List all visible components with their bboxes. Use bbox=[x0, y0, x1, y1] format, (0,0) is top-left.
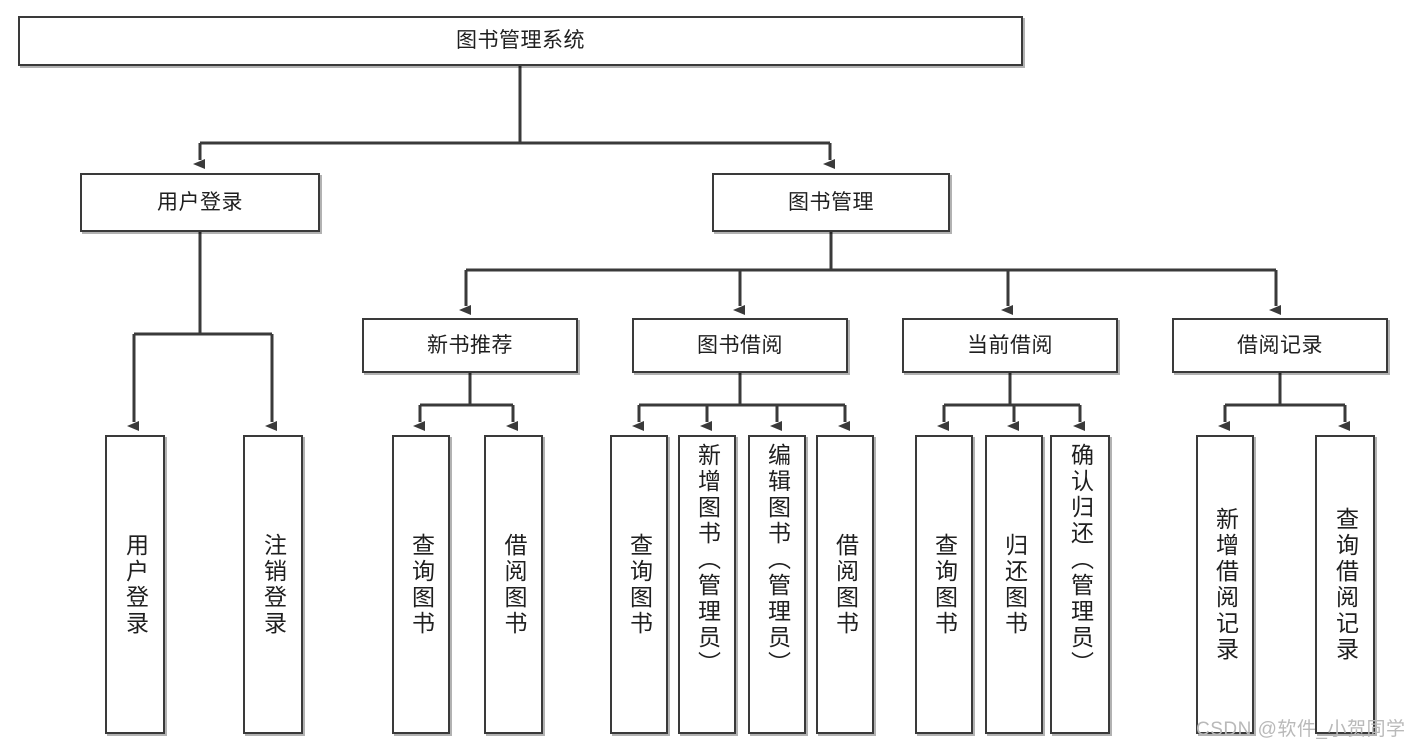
leaf-query-book-1[interactable]: 查询图书 bbox=[392, 435, 450, 734]
leaf-return-book[interactable]: 归还图书 bbox=[985, 435, 1043, 734]
leaf-query-book-1-label: 查询图书 bbox=[408, 532, 435, 637]
edge-group-book-borrow bbox=[632, 373, 850, 431]
leaf-query-book-3-label: 查询图书 bbox=[931, 532, 958, 637]
leaf-query-book-2-label: 查询图书 bbox=[626, 532, 653, 637]
leaf-query-record[interactable]: 查询借阅记录 bbox=[1315, 435, 1375, 734]
leaf-query-record-label: 查询借阅记录 bbox=[1332, 506, 1359, 663]
leaf-edit-book-label: 编辑图书（管理员） bbox=[764, 443, 791, 677]
leaf-confirm-return[interactable]: 确认归还（管理员） bbox=[1050, 435, 1110, 734]
borrow-record-label: 借阅记录 bbox=[1237, 333, 1323, 357]
leaf-user-logout[interactable]: 注销登录 bbox=[243, 435, 303, 734]
leaf-user-logout-label: 注销登录 bbox=[260, 532, 287, 637]
book-manage[interactable]: 图书管理 bbox=[712, 173, 950, 232]
leaf-user-login-label: 用户登录 bbox=[122, 532, 149, 637]
leaf-add-record[interactable]: 新增借阅记录 bbox=[1196, 435, 1254, 734]
current-borrow-label: 当前借阅 bbox=[967, 333, 1053, 357]
leaf-borrow-book-1[interactable]: 借阅图书 bbox=[484, 435, 543, 734]
user-login[interactable]: 用户登录 bbox=[80, 173, 320, 232]
leaf-add-book-label: 新增图书（管理员） bbox=[694, 443, 721, 677]
leaf-query-book-3[interactable]: 查询图书 bbox=[915, 435, 973, 734]
leaf-return-book-label: 归还图书 bbox=[1001, 532, 1028, 637]
new-book-rec[interactable]: 新书推荐 bbox=[362, 318, 578, 373]
leaf-borrow-book-2-label: 借阅图书 bbox=[832, 532, 859, 637]
book-manage-label: 图书管理 bbox=[788, 190, 874, 214]
leaf-user-login[interactable]: 用户登录 bbox=[105, 435, 165, 734]
leaf-borrow-book-2[interactable]: 借阅图书 bbox=[816, 435, 874, 734]
leaf-confirm-return-label: 确认归还（管理员） bbox=[1067, 443, 1094, 677]
edge-group-user-login bbox=[127, 232, 277, 431]
book-borrow[interactable]: 图书借阅 bbox=[632, 318, 848, 373]
user-login-label: 用户登录 bbox=[157, 190, 243, 214]
edge-group-book-manage bbox=[459, 232, 1281, 315]
borrow-record[interactable]: 借阅记录 bbox=[1172, 318, 1388, 373]
leaf-add-book[interactable]: 新增图书（管理员） bbox=[678, 435, 736, 734]
root[interactable]: 图书管理系统 bbox=[18, 16, 1023, 66]
current-borrow[interactable]: 当前借阅 bbox=[902, 318, 1118, 373]
leaf-add-record-label: 新增借阅记录 bbox=[1212, 506, 1239, 663]
leaf-query-book-2[interactable]: 查询图书 bbox=[610, 435, 668, 734]
leaf-borrow-book-1-label: 借阅图书 bbox=[501, 532, 527, 637]
root-label: 图书管理系统 bbox=[456, 29, 585, 53]
edge-group-new-book-rec bbox=[413, 373, 518, 431]
edge-group-current-borrow bbox=[937, 373, 1085, 431]
new-book-rec-label: 新书推荐 bbox=[427, 333, 513, 357]
book-borrow-label: 图书借阅 bbox=[697, 333, 783, 357]
leaf-edit-book[interactable]: 编辑图书（管理员） bbox=[748, 435, 806, 734]
edge-group-root bbox=[193, 66, 835, 169]
edge-group-borrow-record bbox=[1218, 373, 1350, 431]
